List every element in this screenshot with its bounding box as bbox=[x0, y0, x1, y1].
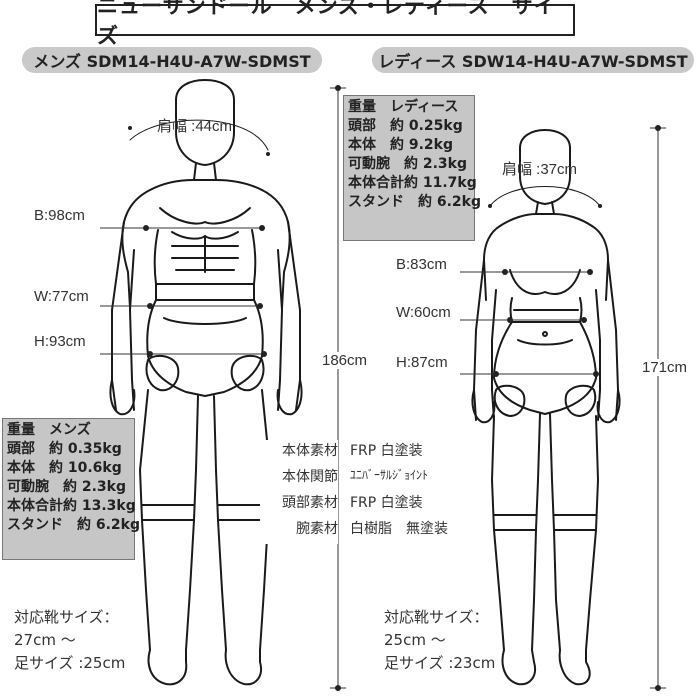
mens-foot-size: 足サイズ :25cm bbox=[14, 654, 126, 672]
mens-header: メンズ SDM14-H4U-A7W-SDMST bbox=[22, 47, 322, 73]
mens-waist-label: W:77cm bbox=[34, 288, 89, 305]
female-mannequin bbox=[471, 129, 621, 686]
mens-weight-stand: スタンド 約 6.2kg bbox=[7, 517, 141, 533]
mens-height-label: 186cm bbox=[322, 352, 368, 369]
mens-hip-label: H:93cm bbox=[34, 333, 86, 350]
material-row: 本体素材 FRP 白塗装 bbox=[260, 440, 470, 466]
mens-weight-body: 本体 約 10.6kg bbox=[7, 460, 122, 476]
ladies-shoe-info: 対応靴サイズ： 25cm ～ 足サイズ :23cm bbox=[384, 606, 495, 675]
ladies-weight-box: 重量 レディース 頭部 約 0.25kg 本体 約 9.2kg 可動腕 約 2.… bbox=[343, 95, 482, 241]
material-row: 頭部素材 FRP 白塗装 bbox=[260, 492, 470, 518]
ladies-shoulder-label: 肩幅 :37cm bbox=[502, 161, 578, 178]
mens-weight-arms: 可動腕 約 2.3kg bbox=[7, 479, 127, 495]
ladies-weight-total: 本体合計約 11.7kg bbox=[348, 175, 477, 191]
mens-weight-total: 本体合計約 13.3kg bbox=[7, 498, 136, 514]
mens-weight-head: 頭部 約 0.35kg bbox=[7, 441, 122, 457]
male-mannequin bbox=[109, 79, 303, 686]
mens-weight-title: 重量 メンズ bbox=[7, 422, 91, 438]
page-title: ニューサンドール メンズ・レディース サイズ bbox=[95, 0, 575, 48]
ladies-waist-label: W:60cm bbox=[396, 304, 451, 321]
mens-weight-box: 重量 メンズ 頭部 約 0.35kg 本体 約 10.6kg 可動腕 約 2.3… bbox=[2, 418, 141, 560]
materials-table: 本体素材 FRP 白塗装 本体関節 ﾕﾆﾊﾞｰｻﾙｼﾞｮｲﾝﾄ 頭部素材 FRP… bbox=[260, 440, 470, 544]
ladies-shoe-title: 対応靴サイズ： bbox=[384, 608, 489, 626]
mens-shoe-size: 27cm ～ bbox=[14, 631, 76, 649]
mens-shoe-title: 対応靴サイズ： bbox=[14, 608, 119, 626]
material-row: 腕素材 白樹脂 無塗装 bbox=[260, 518, 470, 544]
ladies-weight-arms: 可動腕 約 2.3kg bbox=[348, 156, 468, 172]
mens-shoulder-label: 肩幅 :44cm bbox=[157, 118, 233, 135]
material-row: 本体関節 ﾕﾆﾊﾞｰｻﾙｼﾞｮｲﾝﾄ bbox=[260, 466, 470, 492]
ladies-hip-label: H:87cm bbox=[396, 354, 448, 371]
ladies-weight-stand: スタンド 約 6.2kg bbox=[348, 194, 482, 210]
ladies-weight-head: 頭部 約 0.25kg bbox=[348, 118, 463, 134]
ladies-bust-label: B:83cm bbox=[396, 256, 447, 273]
ladies-weight-body: 本体 約 9.2kg bbox=[348, 137, 454, 153]
mens-bust-label: B:98cm bbox=[34, 207, 85, 224]
ladies-shoe-size: 25cm ～ bbox=[384, 631, 446, 649]
ladies-foot-size: 足サイズ :23cm bbox=[384, 654, 496, 672]
ladies-weight-title: 重量 レディース bbox=[348, 99, 459, 115]
ladies-header: レディース SDW14-H4U-A7W-SDMST bbox=[372, 47, 694, 73]
ladies-height-label: 171cm bbox=[642, 359, 688, 376]
mens-shoe-info: 対応靴サイズ： 27cm ～ 足サイズ :25cm bbox=[14, 606, 125, 675]
